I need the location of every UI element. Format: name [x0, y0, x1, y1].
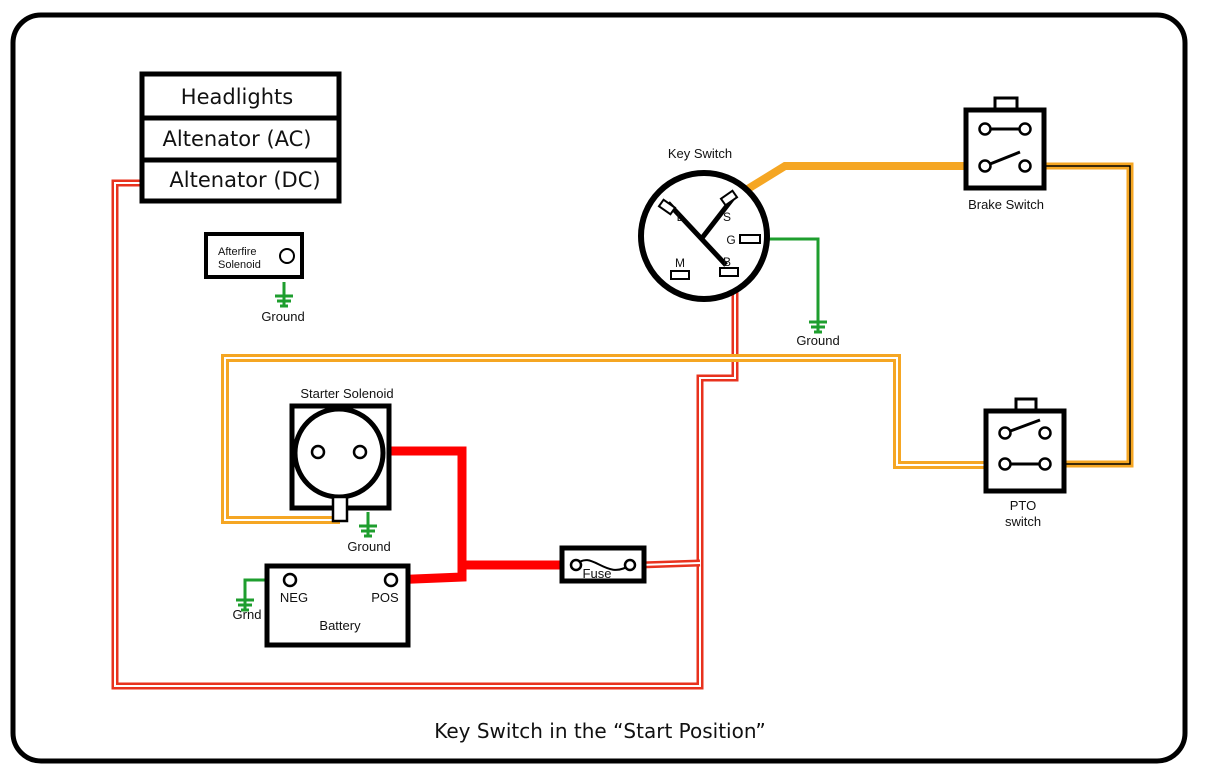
red-wire-fuse — [639, 559, 701, 569]
battery-neg-label: NEG — [280, 590, 308, 605]
terminal-m — [670, 270, 690, 280]
terminal-s — [719, 189, 739, 207]
alternator-ac-box — [139, 115, 342, 163]
afterfire-label-line1: Afterfire — [218, 246, 257, 258]
orange-wire-brake-pto — [1030, 162, 1134, 468]
key-switch-ground-label: Ground — [796, 333, 839, 348]
fuse-label: Fuse — [583, 566, 612, 581]
terminal-g — [739, 234, 761, 244]
orange-wire-starter-pto — [221, 354, 1000, 524]
battery: NEG POS Battery — [264, 563, 411, 648]
battery-label: Battery — [319, 618, 361, 633]
pto-label-line2: switch — [1005, 514, 1041, 529]
key-switch-label: Key Switch — [668, 146, 732, 161]
headlights-label: Headlights — [181, 85, 293, 109]
battery-pos-label: POS — [371, 590, 399, 605]
starter-solenoid-label: Starter Solenoid — [300, 386, 393, 401]
pto-label-line1: PTO — [1010, 498, 1037, 513]
alternator-dc-box — [139, 157, 342, 204]
terminal-l — [657, 198, 677, 216]
afterfire-solenoid: Afterfire Solenoid — [204, 232, 304, 279]
terminal-g-label: G — [726, 233, 735, 247]
red-wire-main-loop — [111, 179, 739, 690]
pto-switch — [983, 397, 1067, 494]
afterfire-ground-label: Ground — [261, 309, 304, 324]
afterfire-terminal — [279, 248, 295, 264]
headlights-alternator-block: Headlights Altenator (AC) Altenator (DC) — [139, 71, 342, 204]
alternator-dc-label: Altenator (DC) — [169, 168, 320, 192]
diagram-caption: Key Switch in the “Start Position” — [434, 719, 766, 743]
battery-cable — [360, 446, 467, 585]
key-switch: L S G M B — [638, 170, 770, 302]
terminal-b-label: B — [723, 255, 731, 269]
afterfire-label-line2: Solenoid — [218, 259, 261, 271]
fuse: Fuse — [559, 545, 647, 584]
alternator-ac-label: Altenator (AC) — [163, 127, 312, 151]
starter-solenoid — [289, 403, 392, 523]
brake-switch-label: Brake Switch — [968, 197, 1044, 212]
terminal-b — [719, 267, 739, 277]
battery-ground-label: Grnd — [233, 607, 262, 622]
terminal-l-label: L — [677, 210, 684, 224]
brake-switch — [963, 96, 1047, 191]
green-wire-key-ground — [760, 237, 820, 312]
terminal-m-label: M — [675, 256, 685, 270]
starter-ground-label: Ground — [347, 539, 390, 554]
orange-wire-key-brake — [730, 162, 985, 202]
terminal-s-label: S — [723, 210, 731, 224]
